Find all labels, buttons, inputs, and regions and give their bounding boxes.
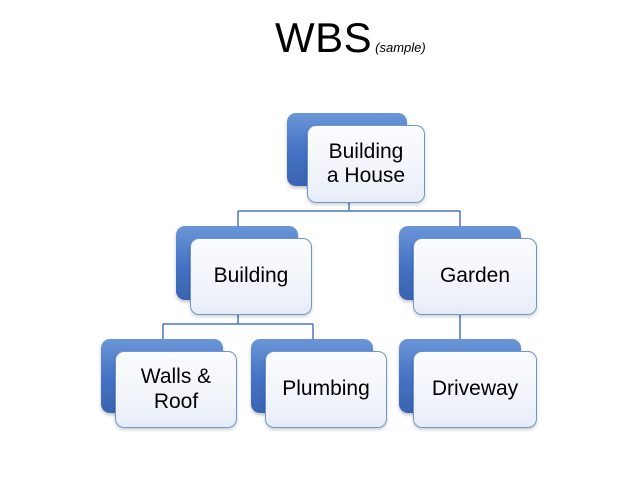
title-main: WBS [275,14,373,61]
node-label-box: Garden [413,238,537,315]
diagram-title: WBS (sample) [275,14,426,74]
node-label-box: Building [190,238,312,315]
node-label-box: Building a House [307,125,425,203]
node-label-box: Walls & Roof [115,351,237,428]
node-label: Building a House [326,139,406,187]
node-label: Garden [439,264,511,288]
node-label: Walls & Roof [140,365,212,413]
node-label: Driveway [431,377,519,401]
title-subtitle: (sample) [375,40,426,55]
node-label: Plumbing [282,377,370,401]
node-label: Building [213,264,289,288]
node-label-box: Plumbing [265,351,387,428]
node-label-box: Driveway [413,351,537,428]
